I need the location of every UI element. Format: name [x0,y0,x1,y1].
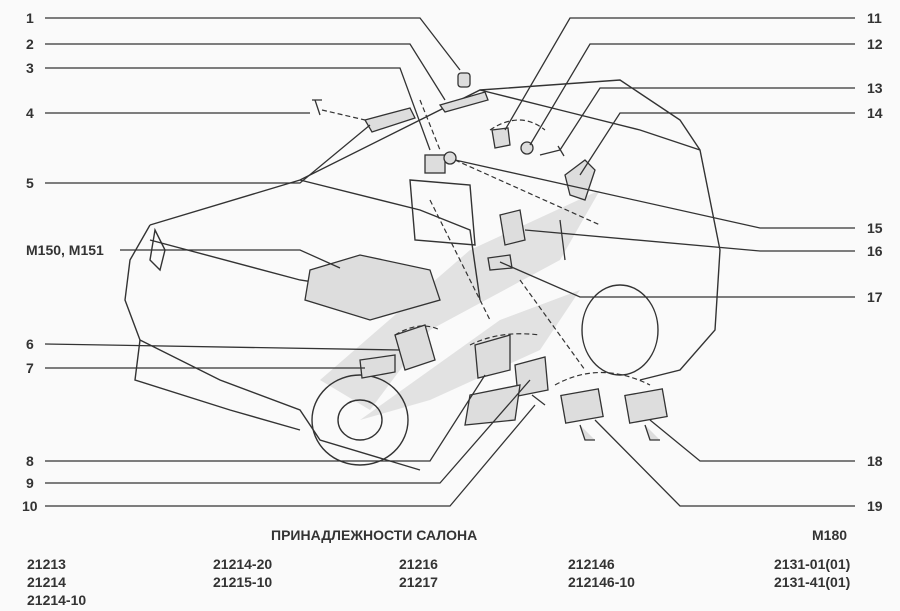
model-code: 21213 [27,556,66,572]
vehicle-outline [124,79,721,471]
callout-2: 2 [26,36,34,52]
model-code: 21214-20 [213,556,273,572]
model-list-1: 21213 21214 21214-10 [27,555,86,609]
model-code: 21214 [27,574,66,590]
callouts-left: 1 2 3 4 5 M150, M151 6 7 8 9 10 [22,10,104,514]
callout-1: 1 [26,10,34,26]
callout-11: 11 [867,10,882,26]
callout-m150-m151: M150, M151 [26,242,104,258]
model-code: 212146-10 [568,574,635,590]
model-code: 21214-10 [27,592,87,608]
callout-10: 10 [22,498,38,514]
callout-5: 5 [26,175,34,191]
model-code: 21215-10 [213,574,273,590]
model-code: 2131-41(01) [774,574,851,590]
callout-6: 6 [26,336,34,352]
model-code: 21217 [399,574,438,590]
section-code: M180 [812,527,848,543]
model-list-5: 2131-01(01) 2131-41(01) [774,555,850,591]
model-code: 2131-01(01) [774,556,851,572]
parts [304,72,668,441]
callouts-right: 11 12 13 14 15 16 17 18 19 [867,10,883,514]
callout-19: 19 [867,498,883,514]
model-list-4: 212146 212146-10 [568,555,635,591]
model-code: 21216 [399,556,438,572]
callout-13: 13 [867,80,883,96]
watermark-logo [320,190,600,420]
diagram-title: ПРИНАДЛЕЖНОСТИ САЛОНА [271,527,478,543]
callout-15: 15 [867,220,883,236]
callout-9: 9 [26,475,34,491]
callout-8: 8 [26,453,34,469]
model-code: 212146 [568,556,615,572]
callout-12: 12 [867,36,883,52]
model-list-3: 21216 21217 [399,555,438,591]
callout-7: 7 [26,360,34,376]
callout-17: 17 [867,289,883,305]
leader-lines [44,17,855,507]
callout-14: 14 [867,105,883,121]
callout-18: 18 [867,453,883,469]
callout-16: 16 [867,243,883,259]
callout-4: 4 [26,105,34,121]
callout-3: 3 [26,60,34,76]
model-list-2: 21214-20 21215-10 [213,555,272,591]
